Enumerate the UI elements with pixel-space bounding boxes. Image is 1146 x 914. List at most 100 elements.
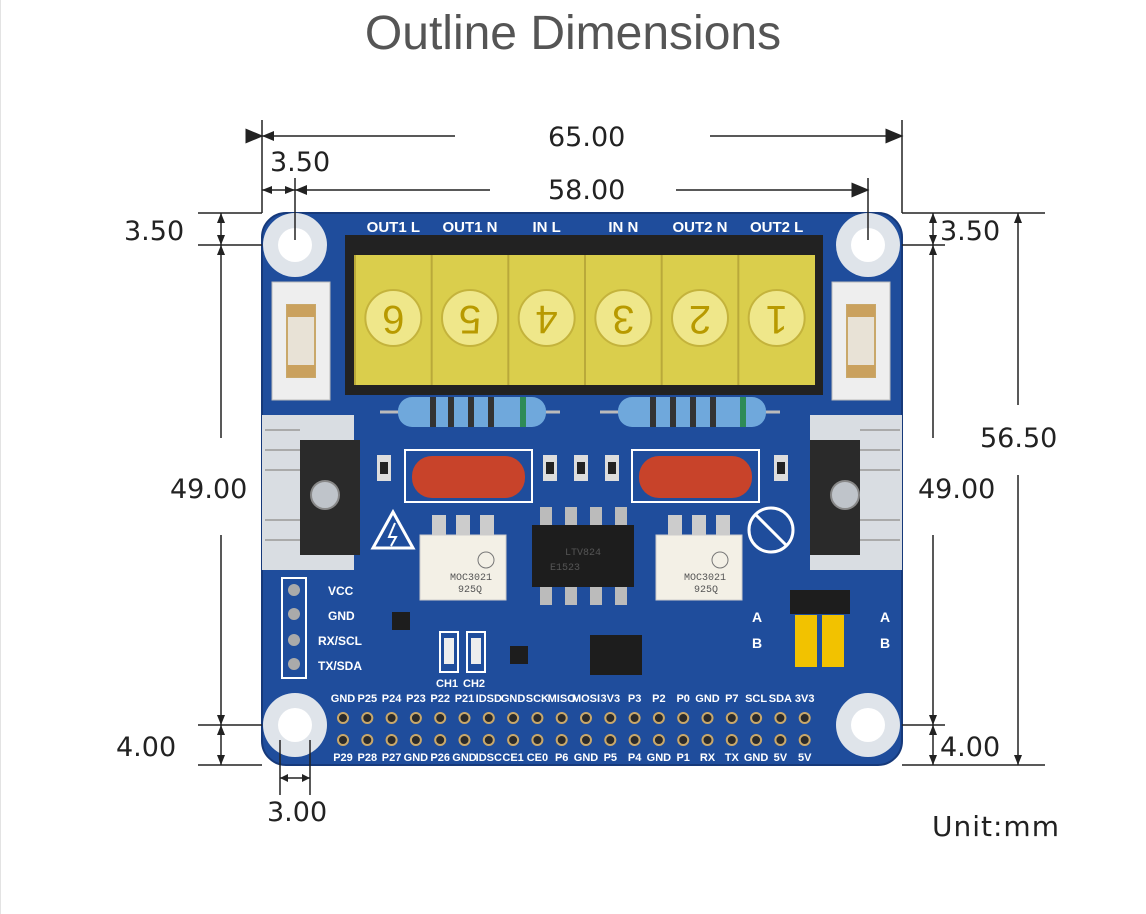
gpio-pin <box>458 734 471 746</box>
terminal-number: 5 <box>459 297 481 341</box>
terminal-screw <box>594 289 653 347</box>
gpio-pin <box>652 734 665 746</box>
terminal-label: OUT1 N <box>442 219 497 236</box>
terminal-label: OUT2 N <box>672 219 727 236</box>
gpio-label-top: P3 <box>628 693 641 705</box>
opto-left-part: MOC3021 <box>450 573 492 584</box>
gpio-label-bottom: GND <box>574 752 599 764</box>
opto-right-code: 925Q <box>694 585 718 596</box>
gpio-label-top: IDSD <box>476 693 502 705</box>
dimension-arrowheads <box>217 131 1022 782</box>
gpio-pin <box>652 712 665 724</box>
terminal-screw <box>364 289 423 347</box>
gpio-label-top: SDA <box>769 693 792 705</box>
led-indicators: CH1 CH2 <box>436 631 486 690</box>
gpio-label-top: P23 <box>406 693 426 705</box>
optocoupler-right: MOC3021 925Q <box>655 515 743 601</box>
pin-label-vcc: VCC <box>328 584 354 598</box>
fuse-right <box>831 281 891 401</box>
gpio-pin <box>774 712 787 724</box>
terminal-number: 1 <box>766 297 788 341</box>
gpio-pin <box>361 712 374 724</box>
gpio-label-bottom: GND <box>452 752 477 764</box>
gpio-label-top: P7 <box>725 693 738 705</box>
gpio-pin <box>750 712 763 724</box>
dim-hole-offset-bottom-right: 4.00 <box>940 732 1000 763</box>
led-label-ch1: CH1 <box>436 678 458 690</box>
gpio-pin <box>604 712 617 724</box>
heatsink-left <box>262 415 360 570</box>
resistor-right <box>600 397 780 427</box>
no-touch-icon <box>747 506 795 554</box>
gpio-pin <box>628 734 641 746</box>
gpio-label-bottom: GND <box>404 752 429 764</box>
gpio-pin <box>677 734 690 746</box>
optocoupler-left: MOC3021 925Q <box>419 515 507 601</box>
gpio-pin <box>337 712 349 724</box>
gpio-label-bottom: P5 <box>604 752 617 764</box>
center-ic: LTV824 E1523 <box>532 507 634 605</box>
gpio-pin <box>701 734 714 746</box>
gpio-pin <box>531 712 544 724</box>
dimension-annotations <box>198 120 1045 795</box>
dim-hole-diameter: 3.00 <box>267 797 327 828</box>
opto-left-code: 925Q <box>458 585 482 596</box>
terminal-label: IN N <box>608 219 638 236</box>
mounting-hole-tl <box>263 213 327 277</box>
page-title: Outline Dimensions <box>364 7 782 60</box>
small-ic <box>392 612 642 675</box>
unit-label: Unit:mm <box>932 810 1060 843</box>
gpio-label-bottom: 5V <box>774 752 788 764</box>
pin-label-gnd: GND <box>328 609 355 623</box>
pin-label-rx-scl: RX/SCL <box>318 634 362 648</box>
gpio-pin <box>555 734 568 746</box>
jumper-label-b-left: B <box>752 635 762 651</box>
gpio-pin <box>482 712 495 724</box>
dim-hole-offset-left: 3.50 <box>270 147 330 178</box>
terminal-screw <box>517 289 576 347</box>
gpio-pin <box>409 712 422 724</box>
gpio-label-top: MOSI <box>572 693 600 705</box>
gpio-label-top: P2 <box>652 693 665 705</box>
gpio-pin <box>434 712 447 724</box>
gpio-label-bottom: P4 <box>628 752 642 764</box>
resistor-left <box>380 397 560 427</box>
dim-hole-spacing-width: 58.00 <box>548 175 625 206</box>
gpio-pin <box>798 712 811 724</box>
gpio-label-bottom: GND <box>744 752 769 764</box>
terminal-screw <box>747 289 806 347</box>
gpio-label-top: 3V3 <box>601 693 621 705</box>
gpio-label-bottom: CE0 <box>527 752 548 764</box>
gpio-label-top: 3V3 <box>795 693 815 705</box>
gpio-label-top: GND <box>331 693 356 705</box>
gpio-label-bottom: P26 <box>430 752 450 764</box>
gpio-pin <box>750 734 763 746</box>
pin-label-tx-sda: TX/SDA <box>318 659 362 673</box>
gpio-label-top: P0 <box>676 693 689 705</box>
gpio-pin <box>507 712 520 724</box>
gpio-pin <box>798 734 811 746</box>
terminal-screw <box>671 289 729 347</box>
gpio-label-bottom: P1 <box>676 752 689 764</box>
gpio-label-top: MISO <box>548 693 577 705</box>
gpio-label-bottom: CE1 <box>502 752 523 764</box>
gpio-pin <box>774 734 787 746</box>
gpio-pin <box>604 734 617 746</box>
mounting-hole-bl <box>263 693 327 757</box>
gpio-label-bottom: P28 <box>358 752 378 764</box>
gpio-label-top: SCL <box>745 693 767 705</box>
gpio-pin <box>337 734 349 746</box>
gpio-label-bottom: P6 <box>555 752 568 764</box>
gpio-label-bottom: RX <box>700 752 716 764</box>
gpio-label-bottom: TX <box>725 752 740 764</box>
dim-hole-spacing-height-left: 49.00 <box>170 474 247 505</box>
dim-hole-offset-bottom-left: 4.00 <box>116 732 176 763</box>
center-ic-code: E1523 <box>550 563 580 574</box>
gpio-pin <box>725 712 738 724</box>
terminal-label: OUT2 L <box>750 219 803 236</box>
gpio-label-top: SCK <box>526 693 549 705</box>
gpio-pin <box>385 734 398 746</box>
